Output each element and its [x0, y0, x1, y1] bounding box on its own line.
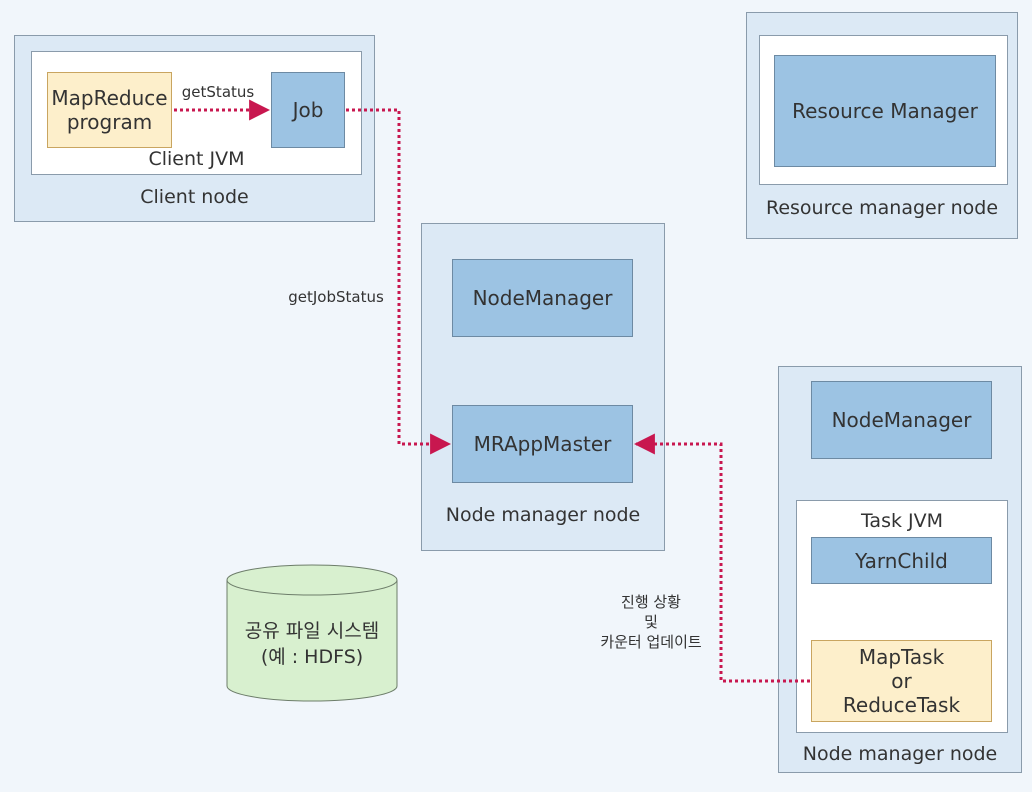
shared-filesystem-line2: (예 : HDFS) — [260, 646, 364, 668]
task-line2: or — [891, 669, 912, 693]
get-job-status-label: getJobStatus — [288, 288, 384, 306]
yarnchild-label: YarnChild — [855, 548, 948, 573]
shared-filesystem-cylinder — [226, 564, 398, 702]
shared-filesystem-label: 공유 파일 시스템 (예 : HDFS) — [227, 618, 397, 670]
get-status-label: getStatus — [181, 83, 255, 101]
job-label: Job — [292, 98, 324, 122]
node-manager-box-1: NodeManager — [452, 259, 633, 337]
shared-filesystem-line1: 공유 파일 시스템 — [244, 620, 380, 642]
resource-manager-box: Resource Manager — [774, 55, 996, 167]
client-jvm-label: Client JVM — [148, 148, 245, 170]
mapreduce-program: MapReduce program — [47, 72, 172, 148]
task-line3: ReduceTask — [842, 693, 961, 717]
node-manager-label-1: NodeManager — [472, 286, 613, 310]
progress-update-line3: 카운터 업데이트 — [600, 633, 702, 651]
progress-update-line2: 및 — [644, 613, 658, 631]
progress-update-line1: 진행 상황 — [621, 593, 681, 611]
resource-manager-label: Resource Manager — [792, 99, 978, 123]
resource-manager-node-label: Resource manager node — [765, 197, 999, 219]
mrappmaster-box: MRAppMaster — [452, 405, 633, 483]
get-job-status-arrow — [346, 108, 452, 455]
yarnchild-box: YarnChild — [811, 537, 992, 584]
progress-update-arrow — [633, 433, 810, 683]
node-manager-node-1-label: Node manager node — [445, 504, 641, 526]
job-box: Job — [271, 72, 345, 148]
task-box: MapTask or ReduceTask — [811, 640, 992, 722]
node-manager-box-2: NodeManager — [811, 381, 992, 459]
progress-update-label: 진행 상황 및 카운터 업데이트 — [585, 592, 717, 652]
task-line1: MapTask — [858, 645, 945, 669]
client-node-label: Client node — [140, 186, 249, 208]
mrappmaster-label: MRAppMaster — [473, 432, 612, 456]
mapreduce-program-line2: program — [66, 110, 153, 134]
mapreduce-program-line1: MapReduce — [51, 86, 168, 110]
node-manager-label-2: NodeManager — [831, 408, 972, 432]
node-manager-node-2-label: Node manager node — [802, 743, 998, 765]
task-jvm-label: Task JVM — [860, 510, 944, 532]
